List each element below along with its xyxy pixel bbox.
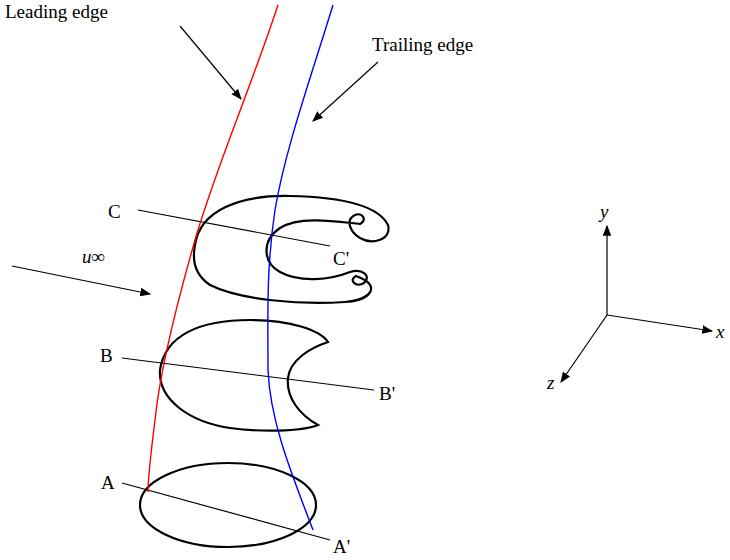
- axis-label: x: [716, 322, 724, 341]
- leader-arrow: [180, 26, 241, 99]
- axis-arrow: [607, 315, 712, 331]
- section-label: A: [101, 473, 115, 492]
- section-c: [194, 196, 389, 303]
- trailing-edge-curve: [268, 5, 333, 530]
- section-label: A': [333, 537, 350, 556]
- axis-arrow: [561, 315, 607, 382]
- leader-arrow: [313, 62, 378, 121]
- axis-arrow: [606, 226, 607, 315]
- section-label: B: [100, 346, 113, 365]
- edge-label: Leading edge: [5, 2, 108, 21]
- section-b: [160, 320, 328, 431]
- section-line-c: [138, 210, 330, 246]
- axis-label: z: [547, 373, 554, 392]
- freestream-label: u∞: [82, 247, 105, 266]
- section-label: C: [108, 202, 121, 221]
- axis-label: y: [600, 202, 608, 221]
- leading-edge-curve: [148, 5, 278, 492]
- section-a: [140, 463, 316, 547]
- edge-label: Trailing edge: [372, 35, 473, 54]
- section-label: C': [333, 249, 349, 268]
- flow-arrow: [12, 266, 150, 294]
- section-label: B': [379, 384, 395, 403]
